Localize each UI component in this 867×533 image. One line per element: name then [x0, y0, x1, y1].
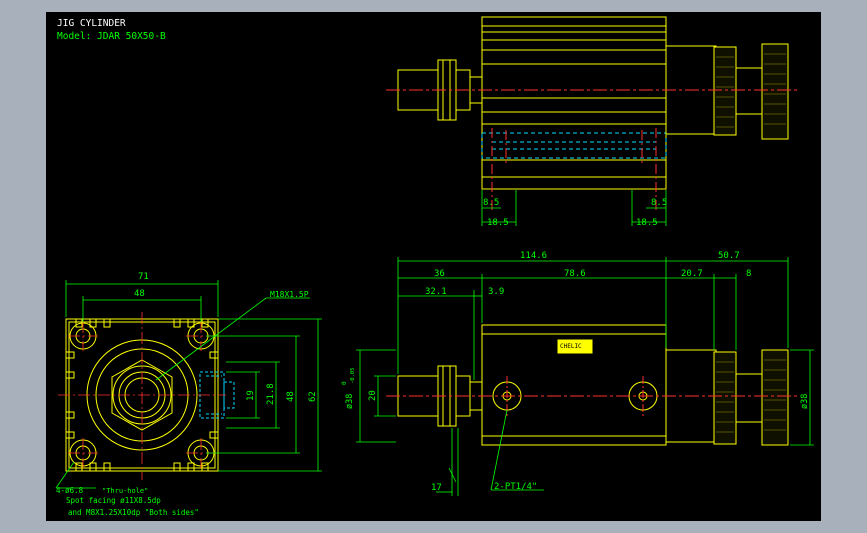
note-hole-spec: 4-ø6.8	[56, 486, 84, 495]
dim-17: 17	[431, 483, 442, 493]
note-thru-hole: "Thru-hole"	[102, 487, 148, 495]
dim-21-8: 21.8	[266, 383, 276, 405]
tol-lower: -0.05	[350, 367, 356, 384]
dim-8-5-right: 8.5	[651, 198, 667, 208]
note-tap: and M8X1.25X10dp "Both sides"	[68, 508, 199, 517]
dim-3-9: 3.9	[488, 287, 504, 297]
side-view: CHELIC	[341, 251, 814, 496]
dim-62: 62	[308, 391, 318, 402]
cad-drawing: JIG CYLINDER Model: JDAR 50X50-B	[55, 16, 814, 517]
dim-18-5-left: 18.5	[487, 218, 509, 228]
dim-rod-extension: 50.7	[718, 251, 740, 261]
dim-20-7: 20.7	[681, 269, 703, 279]
note-spot-facing: Spot facing ø11X8.5dp	[66, 496, 161, 505]
dim-8: 8	[746, 269, 751, 279]
front-view: 71 48 M18X1.5P 19 21.8 48 62 4-ø6.8 "Thr…	[55, 272, 322, 517]
dim-48: 48	[134, 289, 145, 299]
dim-8-5-left: 8.5	[483, 198, 499, 208]
dim-19: 19	[246, 390, 256, 401]
drawing-canvas: JIG CYLINDER Model: JDAR 50X50-B	[46, 12, 821, 521]
drawing-model: Model: JDAR 50X50-B	[57, 31, 166, 42]
dim-38-tolerance: ø38	[345, 394, 355, 409]
port-spec: 2-PT1/4"	[494, 482, 537, 492]
dim-48-vertical: 48	[286, 391, 296, 402]
dim-20: 20	[368, 390, 378, 401]
dim-32-1: 32.1	[425, 287, 447, 297]
label-plate: CHELIC	[560, 343, 582, 350]
dim-71: 71	[138, 272, 149, 282]
tol-upper: 0	[341, 381, 348, 385]
dim-78-6: 78.6	[564, 269, 586, 279]
dim-38-right: ø38	[800, 394, 810, 409]
drawing-title: JIG CYLINDER	[57, 18, 126, 29]
thread-spec: M18X1.5P	[270, 290, 309, 299]
dim-36: 36	[434, 269, 445, 279]
dim-overall-length: 114.6	[520, 251, 547, 261]
dim-18-5-right: 18.5	[636, 218, 658, 228]
top-view: 8.5 8.5 18.5 18.5	[386, 16, 798, 228]
